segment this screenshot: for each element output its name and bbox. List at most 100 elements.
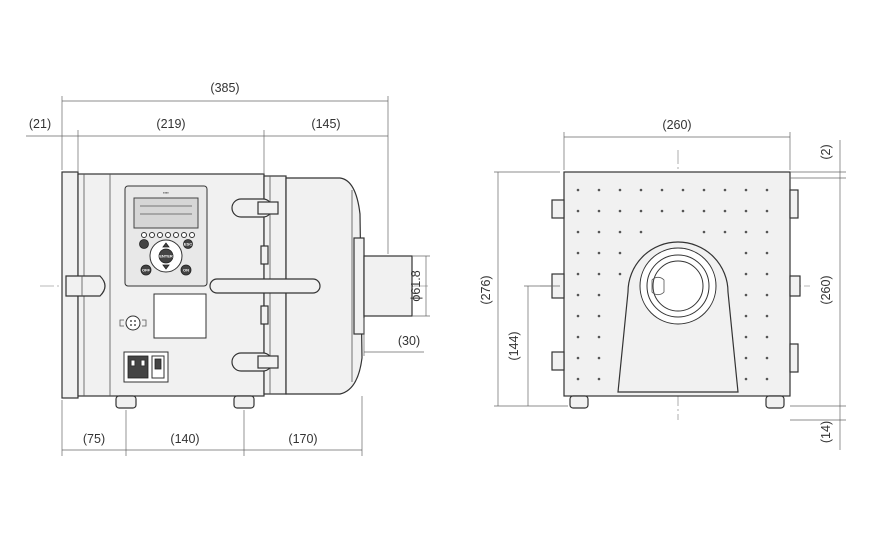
enter-button <box>158 248 174 264</box>
key-button-left <box>139 239 149 249</box>
side-bracket-right-upper <box>789 189 799 219</box>
inlet-lip <box>651 276 665 296</box>
side-dimensions: (260) (2) (260) (14) (276) (144) <box>479 118 846 450</box>
dim-top-offset: (2) <box>819 144 833 159</box>
rear-drum <box>285 177 363 395</box>
perforation-dot <box>597 314 601 318</box>
side-bracket-upper <box>551 199 565 219</box>
perforation-dot <box>576 293 580 297</box>
on-label: ON <box>183 268 189 273</box>
side-foot-left <box>569 395 589 409</box>
perforation-dot <box>597 377 601 381</box>
hinge-upper <box>260 245 269 265</box>
dim-side-overall-height: (276) <box>479 275 493 304</box>
dim-foot-offset: (75) <box>83 432 105 446</box>
dim-rear-foot-offset: (170) <box>288 432 317 446</box>
front-dimensions: (385) (21) (219) (145) ϕ61.8 (30) (75) (… <box>26 81 430 456</box>
perforation-dot <box>576 377 580 381</box>
foot-front-right <box>233 395 255 409</box>
perforation-dot <box>660 209 664 213</box>
perforation-dot <box>723 209 727 213</box>
round-connector <box>119 315 147 331</box>
enter-label: ENTER <box>159 254 173 259</box>
dim-foot-spacing: (140) <box>170 432 199 446</box>
dim-foot-height: (14) <box>819 421 833 443</box>
perforation-dot <box>576 230 580 234</box>
power-inlet <box>123 351 169 383</box>
perforation-dot <box>765 377 769 381</box>
perforation-dot <box>702 188 706 192</box>
lcd-display <box>133 197 199 229</box>
perforation-dot <box>765 188 769 192</box>
perforation-dot <box>597 272 601 276</box>
off-label: OFF <box>142 268 151 273</box>
esc-label: ESC <box>184 242 192 247</box>
upper-latch <box>231 198 279 218</box>
dim-body-width: (219) <box>156 117 185 131</box>
perforation-dot <box>639 209 643 213</box>
perforation-dot <box>576 314 580 318</box>
side-bracket-right-lower <box>789 343 799 373</box>
perforation-dot <box>744 272 748 276</box>
perforation-dot <box>576 356 580 360</box>
perforation-dot <box>765 356 769 360</box>
perforation-dot <box>618 188 622 192</box>
perforation-dot <box>702 230 706 234</box>
side-view <box>540 150 810 420</box>
dim-outlet-length: (30) <box>398 334 420 348</box>
dim-outlet-diameter: ϕ61.8 <box>409 270 423 301</box>
front-view: ▪▪▪▪ ENTER ESC OFF ON <box>40 171 430 409</box>
perforation-dot <box>597 230 601 234</box>
perforation-dot <box>597 209 601 213</box>
inlet-opening <box>652 260 704 312</box>
perforation-dot <box>639 188 643 192</box>
perforation-dot <box>576 272 580 276</box>
perforation-dot <box>744 335 748 339</box>
perforation-grid <box>576 188 769 381</box>
perforation-dot <box>597 335 601 339</box>
outlet-pipe <box>363 255 413 317</box>
controller-brand: ▪▪▪▪ <box>163 190 169 195</box>
hinge-lower <box>260 305 269 325</box>
bar-handle <box>209 278 321 294</box>
foot-front-left <box>115 395 137 409</box>
dim-center-height: (144) <box>507 331 521 360</box>
dim-side-height: (260) <box>819 275 833 304</box>
perforation-dot <box>702 209 706 213</box>
dim-overall-width: (385) <box>210 81 239 95</box>
perforation-dot <box>618 209 622 213</box>
blank-plate <box>153 293 207 339</box>
perforation-dot <box>681 209 685 213</box>
perforation-dot <box>765 230 769 234</box>
perforation-dot <box>618 272 622 276</box>
perforation-dot <box>597 356 601 360</box>
perforation-dot <box>765 293 769 297</box>
arrow-up-icon <box>162 242 170 248</box>
perforation-dot <box>744 314 748 318</box>
perforation-dot <box>765 335 769 339</box>
perforation-dot <box>681 188 685 192</box>
perforation-dot <box>723 188 727 192</box>
perforation-dot <box>744 188 748 192</box>
perforation-dot <box>576 188 580 192</box>
perforation-dot <box>744 293 748 297</box>
perforation-dot <box>744 251 748 255</box>
perforation-dot <box>618 251 622 255</box>
perforation-dot <box>765 272 769 276</box>
side-bracket-lower <box>551 351 565 371</box>
perforation-dot <box>765 314 769 318</box>
perforation-dot <box>744 230 748 234</box>
perforation-dot <box>576 251 580 255</box>
outlet-flange <box>353 237 365 335</box>
perforation-dot <box>744 356 748 360</box>
dim-left-flange: (21) <box>29 117 51 131</box>
perforation-dot <box>723 230 727 234</box>
lower-latch <box>231 352 279 372</box>
dim-side-width: (260) <box>662 118 691 132</box>
perforation-dot <box>576 209 580 213</box>
esc-button <box>183 239 193 249</box>
side-foot-right <box>765 395 785 409</box>
perforation-dot <box>576 335 580 339</box>
left-handle <box>65 275 106 297</box>
